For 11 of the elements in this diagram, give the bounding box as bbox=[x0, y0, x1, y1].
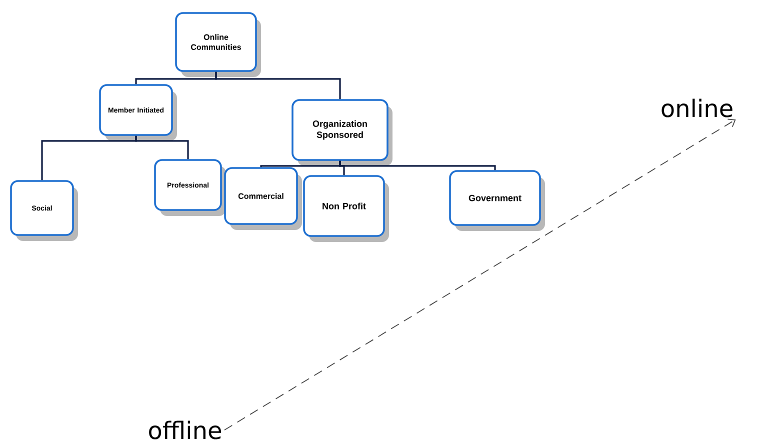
category-box: Government bbox=[449, 170, 545, 231]
axis-label: offline bbox=[149, 420, 221, 440]
axis-label: online bbox=[662, 98, 732, 118]
connector-line bbox=[215, 72, 341, 100]
category-box: Commercial bbox=[224, 167, 302, 230]
category-box: Organization Sponsored bbox=[292, 99, 392, 166]
category-box: Online Communities bbox=[175, 12, 261, 77]
connector-line bbox=[339, 160, 496, 170]
connector-line bbox=[135, 136, 189, 160]
dashed-arrow bbox=[224, 118, 736, 430]
category-box: Non Profit bbox=[303, 175, 389, 242]
